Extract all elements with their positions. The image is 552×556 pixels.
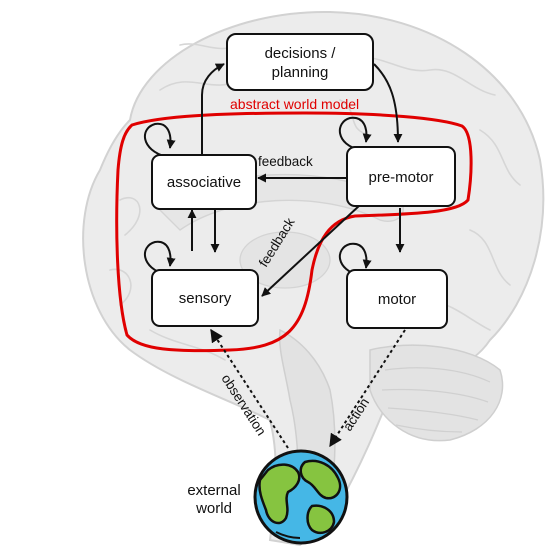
node-associative: associative	[151, 154, 257, 210]
decisions-label-line1: decisions /	[265, 45, 337, 62]
edge-motor-to-world	[329, 329, 406, 448]
node-decisions: decisions / planning	[226, 33, 374, 91]
decisions-label-line2: planning	[272, 64, 329, 81]
self-loop-sensory	[143, 240, 176, 276]
premotor-label: pre-motor	[368, 169, 433, 186]
edge-premotor-to-sensory	[261, 204, 361, 297]
node-motor: motor	[346, 269, 448, 329]
feedback-label-top: feedback	[258, 154, 313, 169]
world-model-label: abstract world model	[230, 96, 359, 112]
world-model-region	[115, 111, 473, 353]
node-sensory: sensory	[151, 269, 259, 327]
external-world-label-line1: external	[187, 482, 240, 499]
external-world-label-line2: world	[195, 500, 232, 517]
associative-label: associative	[167, 174, 241, 191]
edge-decisions-to-premotor	[373, 63, 403, 143]
brain-illustration-icon	[82, 10, 545, 547]
sensory-label: sensory	[179, 290, 232, 307]
self-loop-motor	[338, 242, 372, 277]
self-loop-premotor	[338, 116, 372, 151]
edge-associative-to-decisions	[201, 63, 225, 155]
connections	[143, 63, 405, 297]
earth-globe-icon	[253, 449, 349, 545]
motor-label: motor	[378, 291, 416, 308]
self-loop-associative	[143, 122, 176, 158]
node-premotor: pre-motor	[346, 146, 456, 207]
